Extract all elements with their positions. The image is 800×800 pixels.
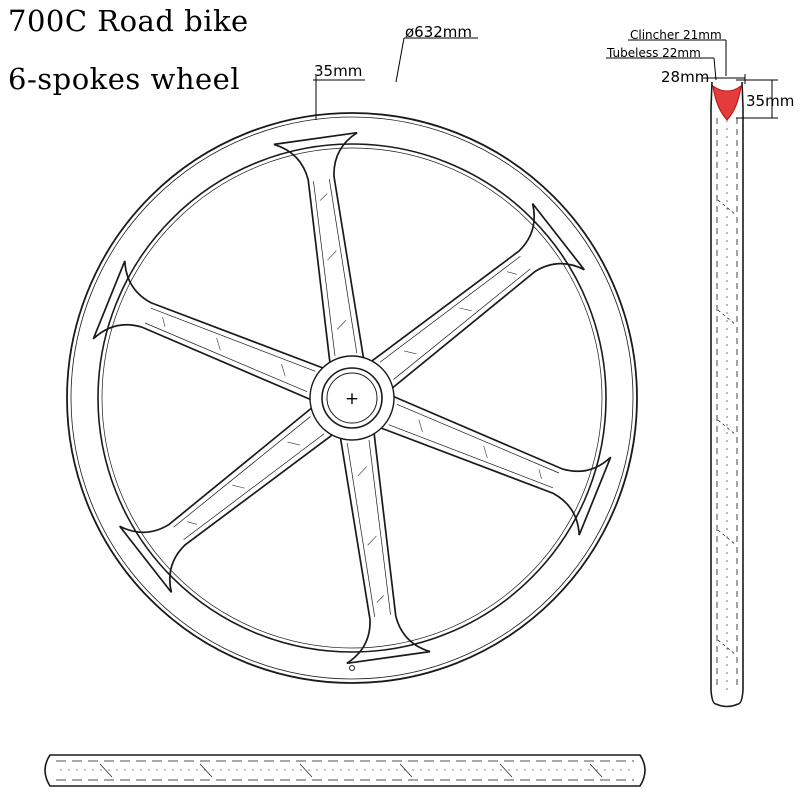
spoke-4 (339, 431, 431, 665)
hub-axle (326, 372, 378, 424)
spoke-1 (273, 131, 365, 365)
valve-hole (349, 665, 355, 671)
rim-outer-edge (66, 112, 638, 684)
spoke-5 (119, 406, 335, 593)
bottom-profile-spoke-marks (99, 763, 603, 778)
profile-left-wall (710, 81, 717, 705)
spokes-group (92, 131, 612, 665)
diameter-callout: ø632mm (395, 23, 478, 83)
rim-brake-edge (97, 143, 607, 653)
spoke-2 (369, 203, 585, 390)
profile-right-wall (737, 81, 744, 705)
hub-center-mark: + (345, 389, 359, 409)
profile-spoke-marks (717, 199, 737, 656)
wheel-front-view: + (66, 112, 638, 684)
side-width-callouts: Clincher 21mm Tubeless 22mm 28mm 35mm (606, 28, 794, 119)
rim-depth-callout: 35mm (313, 62, 365, 120)
profile-bottom (715, 703, 739, 708)
clincher-width-label: Clincher 21mm (630, 28, 722, 42)
rim-brake-inner (101, 147, 603, 649)
rim-side-profile (710, 81, 744, 708)
tubeless-width-label: Tubeless 22mm (606, 46, 701, 60)
rim-depth-front-label: 35mm (314, 62, 362, 80)
rim-inner-edge (70, 116, 634, 680)
spoke-3 (378, 394, 612, 536)
spoke-6 (92, 260, 326, 402)
title-line-1: 700C Road bike (8, 4, 249, 38)
rim-bottom-profile (44, 754, 646, 787)
rim-depth-side-label: 35mm (746, 92, 794, 110)
tire-bead-section (712, 84, 742, 121)
title-line-2: 6-spokes wheel (8, 62, 241, 96)
bottom-profile-outline (44, 754, 646, 787)
diameter-label: ø632mm (405, 23, 472, 41)
outer-width-label: 28mm (661, 68, 709, 86)
